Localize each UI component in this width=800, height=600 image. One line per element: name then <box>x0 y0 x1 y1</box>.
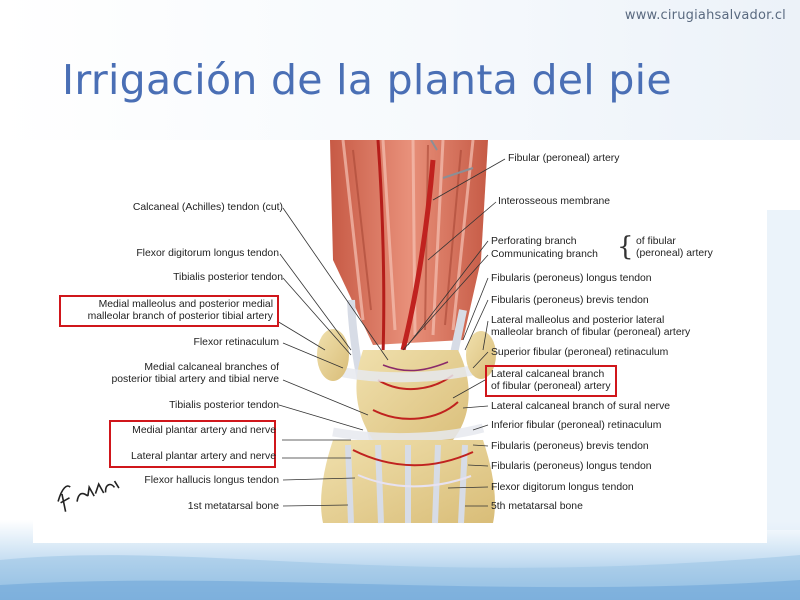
label-lateral-plantar: Lateral plantar artery and nerve <box>131 451 276 462</box>
label-fibular-artery: Fibular (peroneal) artery <box>508 153 620 164</box>
label-fifth-metatarsal: 5th metatarsal bone <box>491 501 583 512</box>
label-communicating-branch: Communicating branch <box>491 249 598 260</box>
site-url: www.cirugiahsalvador.cl <box>624 8 786 23</box>
label-tibialis-posterior-tendon-lower: Tibialis posterior tendon <box>169 400 279 411</box>
foot-illustration <box>57 140 506 524</box>
label-flexor-retinaculum: Flexor retinaculum <box>193 337 279 348</box>
label-superior-fibular-retinaculum: Superior fibular (peroneal) retinaculum <box>491 347 669 358</box>
label-lateral-calcaneal-sural: Lateral calcaneal branch of sural nerve <box>491 401 671 412</box>
label-inferior-fibular-retinaculum: Inferior fibular (peroneal) retinaculum <box>491 420 662 431</box>
label-medial-calcaneal-branches: Medial calcaneal branches of posterior t… <box>111 362 280 385</box>
brace-symbol: { <box>617 232 634 262</box>
label-fibularis-longus-lower: Fibularis (peroneus) longus tendon <box>491 461 652 472</box>
label-fibularis-brevis-lower: Fibularis (peroneus) brevis tendon <box>491 441 649 452</box>
label-lateral-calcaneal-fibular: Lateral calcaneal branch of fibular (per… <box>485 365 617 397</box>
label-medial-malleolus: Medial malleolus and posterior medial ma… <box>59 295 279 327</box>
label-lateral-malleolus: Lateral malleolus and posterior lateral … <box>491 315 691 338</box>
netter-signature <box>57 480 120 512</box>
label-fhl-tendon: Flexor hallucis longus tendon <box>144 475 279 486</box>
label-brace-text: of fibular (peroneal) artery <box>636 236 713 259</box>
label-fibularis-brevis-upper: Fibularis (peroneus) brevis tendon <box>491 295 649 306</box>
highlight-box-plantar <box>109 420 276 468</box>
label-medial-plantar: Medial plantar artery and nerve <box>132 425 276 436</box>
label-first-metatarsal: 1st metatarsal bone <box>187 501 279 512</box>
medial-malleolus-shape <box>317 329 349 381</box>
label-calcaneal-tendon: Calcaneal (Achilles) tendon (cut) <box>132 202 283 213</box>
label-interosseous-membrane: Interosseous membrane <box>498 196 611 207</box>
label-fdl-tendon-lower: Flexor digitorum longus tendon <box>491 482 634 493</box>
label-fdl-tendon: Flexor digitorum longus tendon <box>136 248 279 259</box>
label-fibularis-longus-upper: Fibularis (peroneus) longus tendon <box>491 273 652 284</box>
fibular-artery-shape <box>400 159 436 351</box>
label-tibialis-posterior-tendon-upper: Tibialis posterior tendon <box>173 272 283 283</box>
label-perforating-branch: Perforating branch <box>491 236 577 247</box>
anatomy-figure: Calcaneal (Achilles) tendon (cut) Flexor… <box>33 140 767 543</box>
slide-title: Irrigación de la planta del pie <box>62 56 672 104</box>
